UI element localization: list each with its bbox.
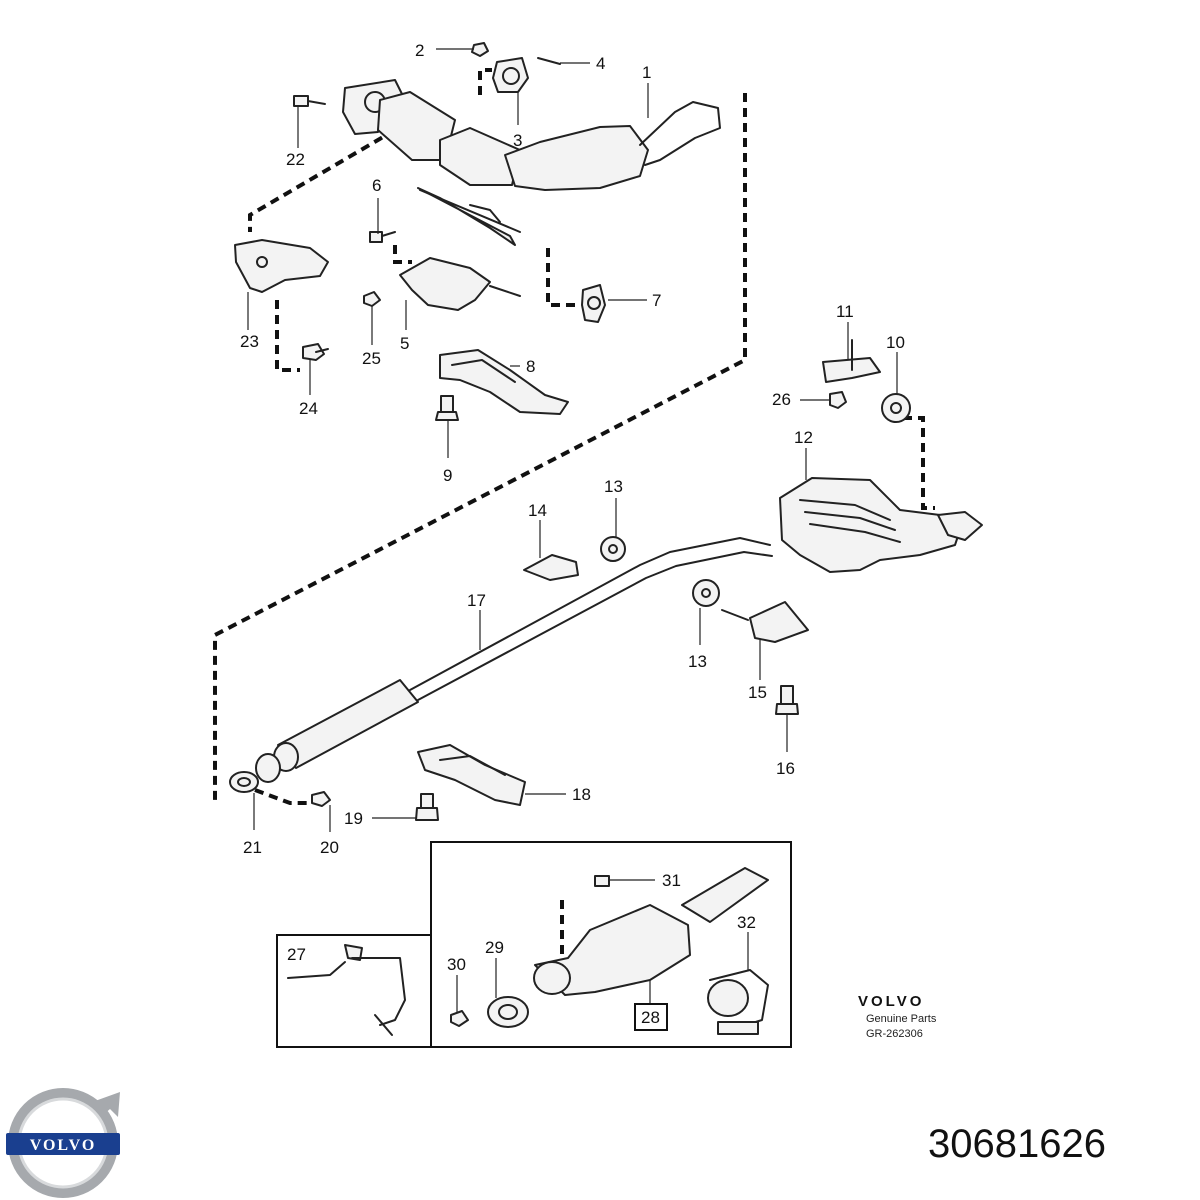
callout-23: 23 [240, 332, 259, 351]
part-number: 30681626 [928, 1122, 1106, 1166]
pipe-clamp-32 [707, 969, 769, 1035]
bolt-31 [594, 875, 610, 887]
diagram-reference: GR-262306 [866, 1028, 923, 1040]
clamp-27 [287, 944, 406, 1036]
bolt-22 [293, 95, 326, 107]
callouts: 1 2 3 4 5 6 7 8 9 10 11 12 13 13 14 15 1… [240, 41, 905, 1031]
nut-30 [450, 1010, 469, 1027]
callout-27: 27 [287, 945, 306, 964]
volvo-wordmark: VOLVO [858, 993, 924, 1010]
callout-10: 10 [886, 333, 905, 352]
callout-28-box [634, 1003, 668, 1031]
callout-14: 14 [528, 501, 547, 520]
callout-7: 7 [652, 291, 661, 310]
callout-28: 28 [641, 1008, 660, 1027]
hanger-14 [523, 554, 579, 581]
stud-4 [537, 57, 561, 65]
bolt-24 [302, 343, 329, 361]
rear-muffler-12 [779, 477, 983, 573]
front-pipe-catalytic-converter [342, 79, 721, 246]
heat-shield-18 [417, 744, 526, 806]
nut-2 [471, 42, 489, 57]
intermediate-pipe-17 [255, 537, 773, 783]
inset-box-28 [430, 841, 792, 1048]
callout-13b: 13 [688, 652, 707, 671]
bracket-11 [822, 339, 881, 383]
leader-lines [247, 48, 898, 1012]
callout-2: 2 [415, 41, 424, 60]
catalytic-converter-28 [533, 867, 769, 996]
bracket-15 [721, 601, 809, 643]
bolt-9 [435, 395, 459, 421]
bracket-23 [234, 239, 329, 293]
bolt-16 [775, 685, 799, 715]
callout-30: 30 [447, 955, 466, 974]
bolt-20 [311, 791, 331, 807]
gasket-3 [492, 57, 529, 93]
heat-shield-8 [439, 349, 569, 415]
callout-31: 31 [662, 871, 681, 890]
callout-21: 21 [243, 838, 262, 857]
volvo-logo-icon: VOLVO [6, 1088, 120, 1198]
rubber-mount-13-upper [600, 536, 626, 562]
callout-15: 15 [748, 683, 767, 702]
callout-5: 5 [400, 334, 409, 353]
rubber-mount-7 [581, 284, 606, 323]
callout-12: 12 [794, 428, 813, 447]
callout-29: 29 [485, 938, 504, 957]
genuine-parts-block: VOLVO Genuine Parts GR-262306 [858, 993, 937, 1040]
callout-1: 1 [642, 63, 651, 82]
rubber-mount-10 [881, 393, 911, 423]
gasket-29 [487, 996, 529, 1028]
callout-16: 16 [776, 759, 795, 778]
bolt-19 [415, 793, 439, 821]
callout-3: 3 [513, 131, 522, 150]
callout-24: 24 [299, 399, 318, 418]
bracket-5 [399, 257, 521, 311]
callout-4: 4 [596, 54, 605, 73]
rubber-mount-13-lower [692, 579, 720, 607]
callout-25: 25 [362, 349, 381, 368]
bolt-6 [369, 231, 396, 243]
callout-22: 22 [286, 150, 305, 169]
callout-11: 11 [836, 302, 854, 321]
gasket-21 [229, 771, 259, 793]
callout-18: 18 [572, 785, 591, 804]
nut-25 [363, 291, 381, 307]
callout-8: 8 [526, 357, 535, 376]
callout-19: 19 [344, 809, 363, 828]
callout-32: 32 [737, 913, 756, 932]
callout-20: 20 [320, 838, 339, 857]
callout-26: 26 [772, 390, 791, 409]
bolt-26 [829, 391, 847, 409]
callout-9: 9 [443, 466, 452, 485]
callout-13a: 13 [604, 477, 623, 496]
genuine-parts-label: Genuine Parts [866, 1013, 937, 1025]
callout-6: 6 [372, 176, 381, 195]
logo-text: VOLVO [30, 1137, 97, 1154]
callout-17: 17 [467, 591, 486, 610]
dashed-routing-lines [213, 68, 935, 955]
